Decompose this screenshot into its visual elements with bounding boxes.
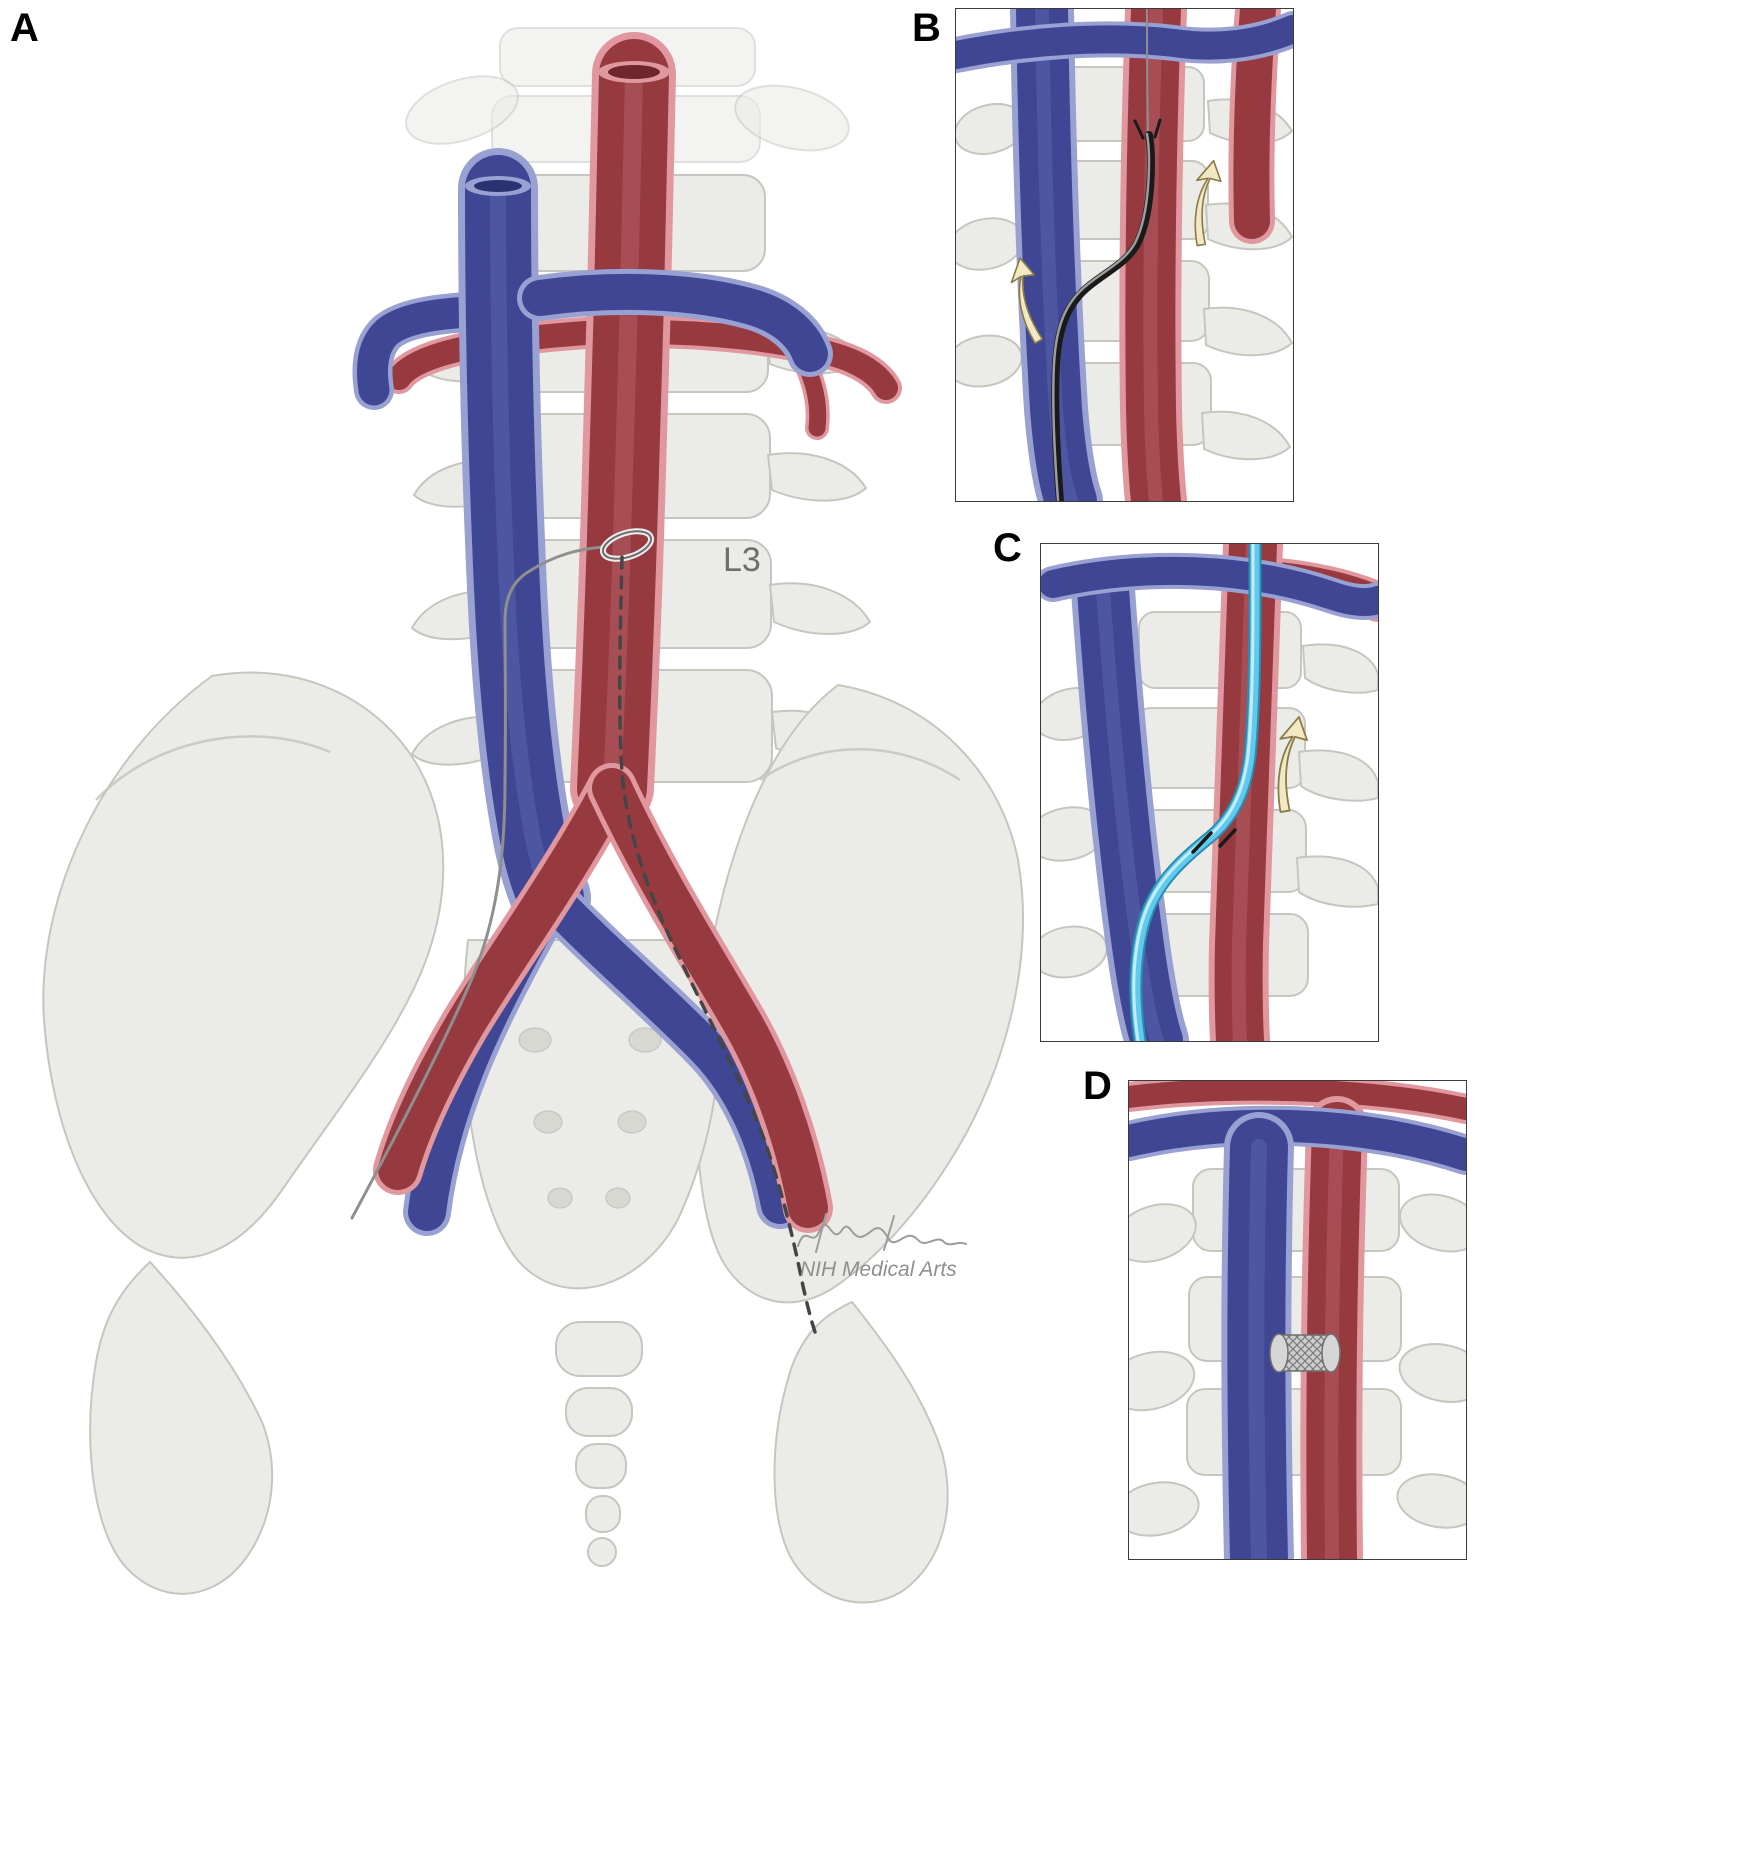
direction-arrows bbox=[1010, 159, 1222, 345]
sacral-foramen bbox=[628, 1027, 662, 1053]
guidewire bbox=[350, 545, 605, 1220]
panel-c-inset bbox=[1040, 543, 1379, 1042]
coccyx-segment bbox=[565, 1387, 633, 1437]
coccyx-segment bbox=[585, 1495, 621, 1533]
stent-device bbox=[1269, 1333, 1341, 1373]
up-arrow bbox=[1277, 716, 1308, 813]
sacral-foramen bbox=[518, 1027, 552, 1053]
crossing-catheter-body bbox=[1051, 131, 1156, 501]
puncture-mark bbox=[1218, 828, 1237, 848]
rib-ghost bbox=[405, 75, 519, 145]
panel-d-illustration bbox=[1129, 1081, 1466, 1559]
puncture-mark bbox=[1191, 831, 1213, 854]
stent-flange-left bbox=[1269, 1333, 1289, 1373]
sacral-foramen bbox=[605, 1187, 631, 1209]
transverse-process bbox=[1041, 925, 1108, 979]
transverse-process bbox=[1398, 1193, 1466, 1253]
transverse-process bbox=[768, 582, 872, 635]
transverse-process bbox=[1297, 749, 1378, 802]
coccyx-tip bbox=[587, 1537, 617, 1567]
sacral-foramen bbox=[547, 1187, 573, 1209]
wire-in-aorta-dashed bbox=[617, 555, 817, 1334]
transverse-process bbox=[766, 452, 868, 502]
up-arrow bbox=[1194, 159, 1222, 247]
catheter-tip-flare bbox=[1153, 118, 1162, 139]
signature-scribble bbox=[797, 1213, 967, 1253]
sacral-foramen bbox=[533, 1110, 563, 1134]
iliac-wing-left bbox=[42, 671, 445, 1259]
panel-b-inset bbox=[955, 8, 1294, 502]
panel-c-label: C bbox=[993, 526, 1022, 570]
transverse-process bbox=[1129, 1203, 1197, 1263]
rib-ghost bbox=[734, 84, 850, 152]
cyan-catheter bbox=[1129, 544, 1262, 1041]
iliac-crest-line-right bbox=[759, 748, 961, 782]
aorta-lumen bbox=[608, 65, 660, 79]
panel-b-label: B bbox=[912, 6, 941, 50]
crossing-catheter bbox=[1051, 9, 1162, 501]
transverse-process bbox=[1301, 643, 1378, 694]
panel-d-label: D bbox=[1083, 1064, 1112, 1108]
transverse-process bbox=[1200, 410, 1292, 461]
snare-loop-rim bbox=[601, 530, 653, 560]
guidewire bbox=[1146, 9, 1149, 134]
coccyx-segment bbox=[575, 1443, 627, 1489]
l3-vertebra-label: L3 bbox=[723, 541, 761, 579]
coccyx-segment bbox=[555, 1321, 643, 1377]
hip-right bbox=[773, 1300, 949, 1604]
panel-d-inset bbox=[1128, 1080, 1467, 1560]
vessels bbox=[1129, 1081, 1466, 1559]
up-arrow bbox=[1010, 257, 1044, 345]
ivc-lumen bbox=[474, 180, 522, 192]
panel-c-illustration bbox=[1041, 544, 1378, 1041]
direction-arrows bbox=[1277, 716, 1308, 813]
stent-flange-right bbox=[1321, 1333, 1341, 1373]
transverse-process bbox=[1129, 1481, 1200, 1537]
transverse-process bbox=[1129, 1350, 1196, 1412]
transverse-process bbox=[1396, 1473, 1466, 1529]
aorta bbox=[373, 32, 833, 1233]
guidewire-and-snare bbox=[350, 528, 817, 1334]
catheter-tip-flare bbox=[1133, 119, 1145, 140]
transverse-process bbox=[956, 334, 1023, 388]
vessels bbox=[956, 9, 1293, 501]
renal-vein-crossing bbox=[517, 268, 833, 377]
transverse-process bbox=[1398, 1343, 1466, 1403]
signature-text: NIH Medical Arts bbox=[800, 1258, 957, 1281]
sacral-foramen bbox=[617, 1110, 647, 1134]
panel-a-label: A bbox=[10, 6, 39, 50]
catheter-body bbox=[1131, 544, 1260, 1041]
transverse-process bbox=[1295, 855, 1378, 908]
panel-b-illustration bbox=[956, 9, 1293, 501]
skeleton bbox=[42, 27, 1024, 1604]
hip-left bbox=[89, 1260, 274, 1595]
transverse-process bbox=[1202, 306, 1293, 357]
iliac-crest-line-left bbox=[95, 735, 331, 801]
